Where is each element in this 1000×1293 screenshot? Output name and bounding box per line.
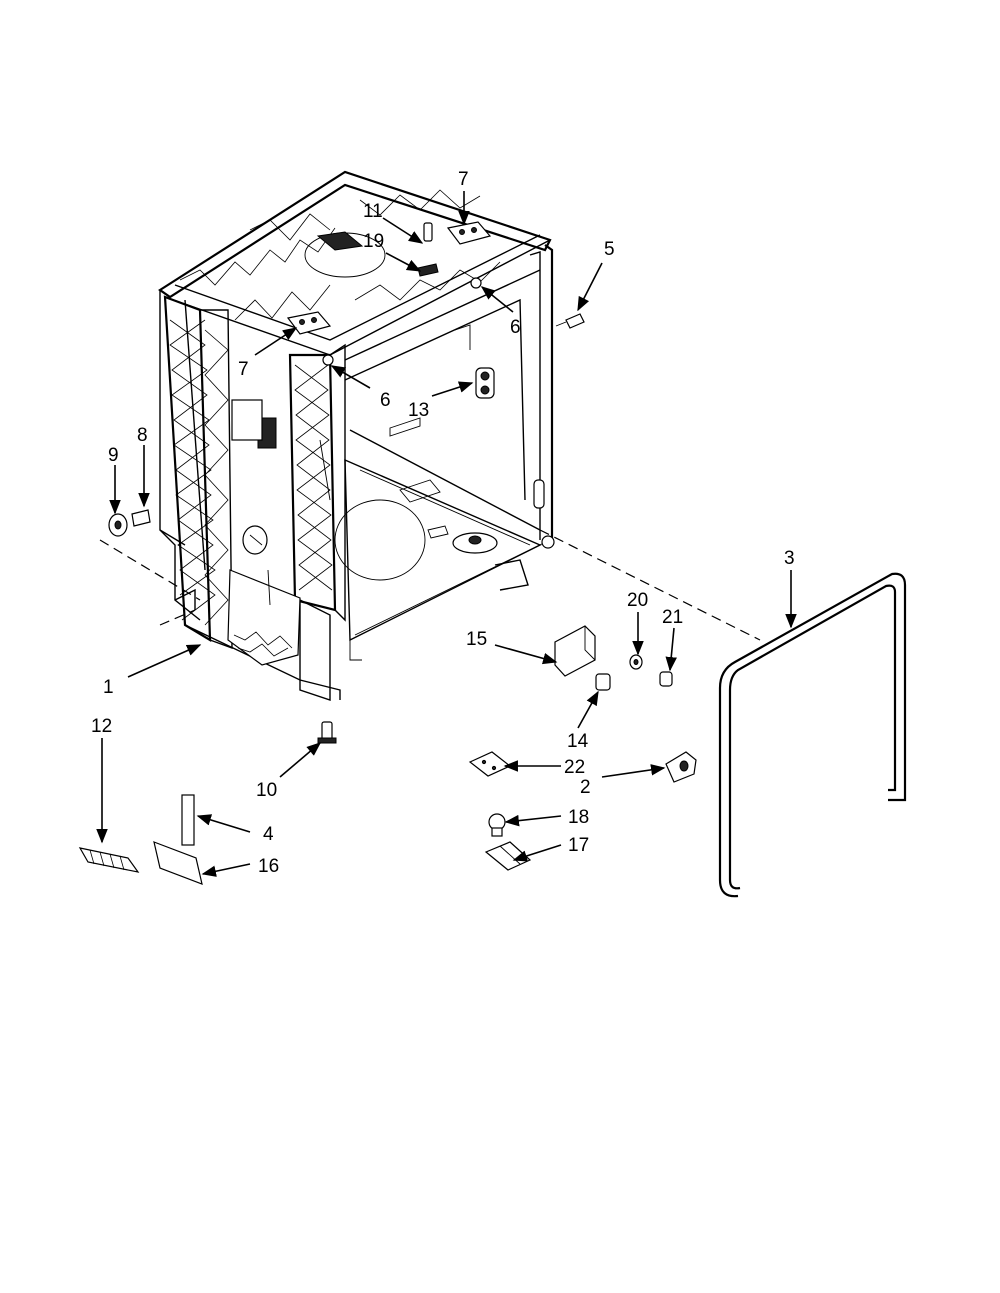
hose-part-12 [78,847,140,873]
alignment-line-left-2 [159,609,196,626]
callout-12: 12 [91,716,112,737]
gasket-part-3 [718,572,907,898]
callout-10: 10 [256,780,277,801]
stud-part-6-rear [470,277,482,289]
hinge-bracket-front [286,311,332,335]
callout-9: 9 [108,445,119,466]
callout-4: 4 [263,824,274,845]
callout-16: 16 [258,856,279,877]
bracket-part-17 [484,841,532,871]
screw-part-21 [659,671,673,687]
callout-6-rear: 6 [510,317,521,338]
washer-part-20 [629,654,643,670]
callout-6-front: 6 [380,390,391,411]
callout-14: 14 [567,731,589,752]
screw-part-8 [131,509,151,527]
callout-labels: 1 2 3 4 5 6 6 7 7 8 9 10 11 12 13 14 15 … [91,169,795,877]
callout-11: 11 [363,201,383,222]
clip-part-2 [665,751,697,783]
callout-3: 3 [784,548,795,569]
screw-part-14 [595,673,611,691]
callout-8: 8 [137,425,148,446]
washer-part-9 [108,513,128,537]
screw-part-5 [555,313,585,329]
tub-assembly [158,170,555,701]
callout-arrows [96,191,797,877]
callout-20: 20 [627,590,648,611]
alignment-line-left [99,539,201,601]
callout-21: 21 [662,607,683,628]
hinge-bracket-rear [446,221,492,245]
bracket-part-13 [475,367,495,399]
pad-part-16 [153,841,203,885]
callout-19: 19 [363,231,384,252]
callout-17: 17 [568,835,589,856]
screw-part-11 [423,222,433,242]
foot-part-10 [317,721,337,744]
callout-1: 1 [103,677,114,698]
callout-7-front: 7 [238,359,249,380]
callout-2: 2 [580,777,591,798]
callout-5: 5 [604,239,615,260]
callout-15: 15 [466,629,487,650]
strip-part-4 [181,794,195,846]
bracket-part-15 [554,625,596,677]
callout-22: 22 [564,757,585,778]
plate-part-22 [468,751,512,777]
callout-13: 13 [408,400,429,421]
clip-part-18 [488,813,506,837]
alignment-line-right [539,529,761,641]
callout-7-rear: 7 [458,169,469,190]
callout-18: 18 [568,807,589,828]
clip-part-19 [417,263,439,277]
stud-part-6-front [322,354,334,366]
